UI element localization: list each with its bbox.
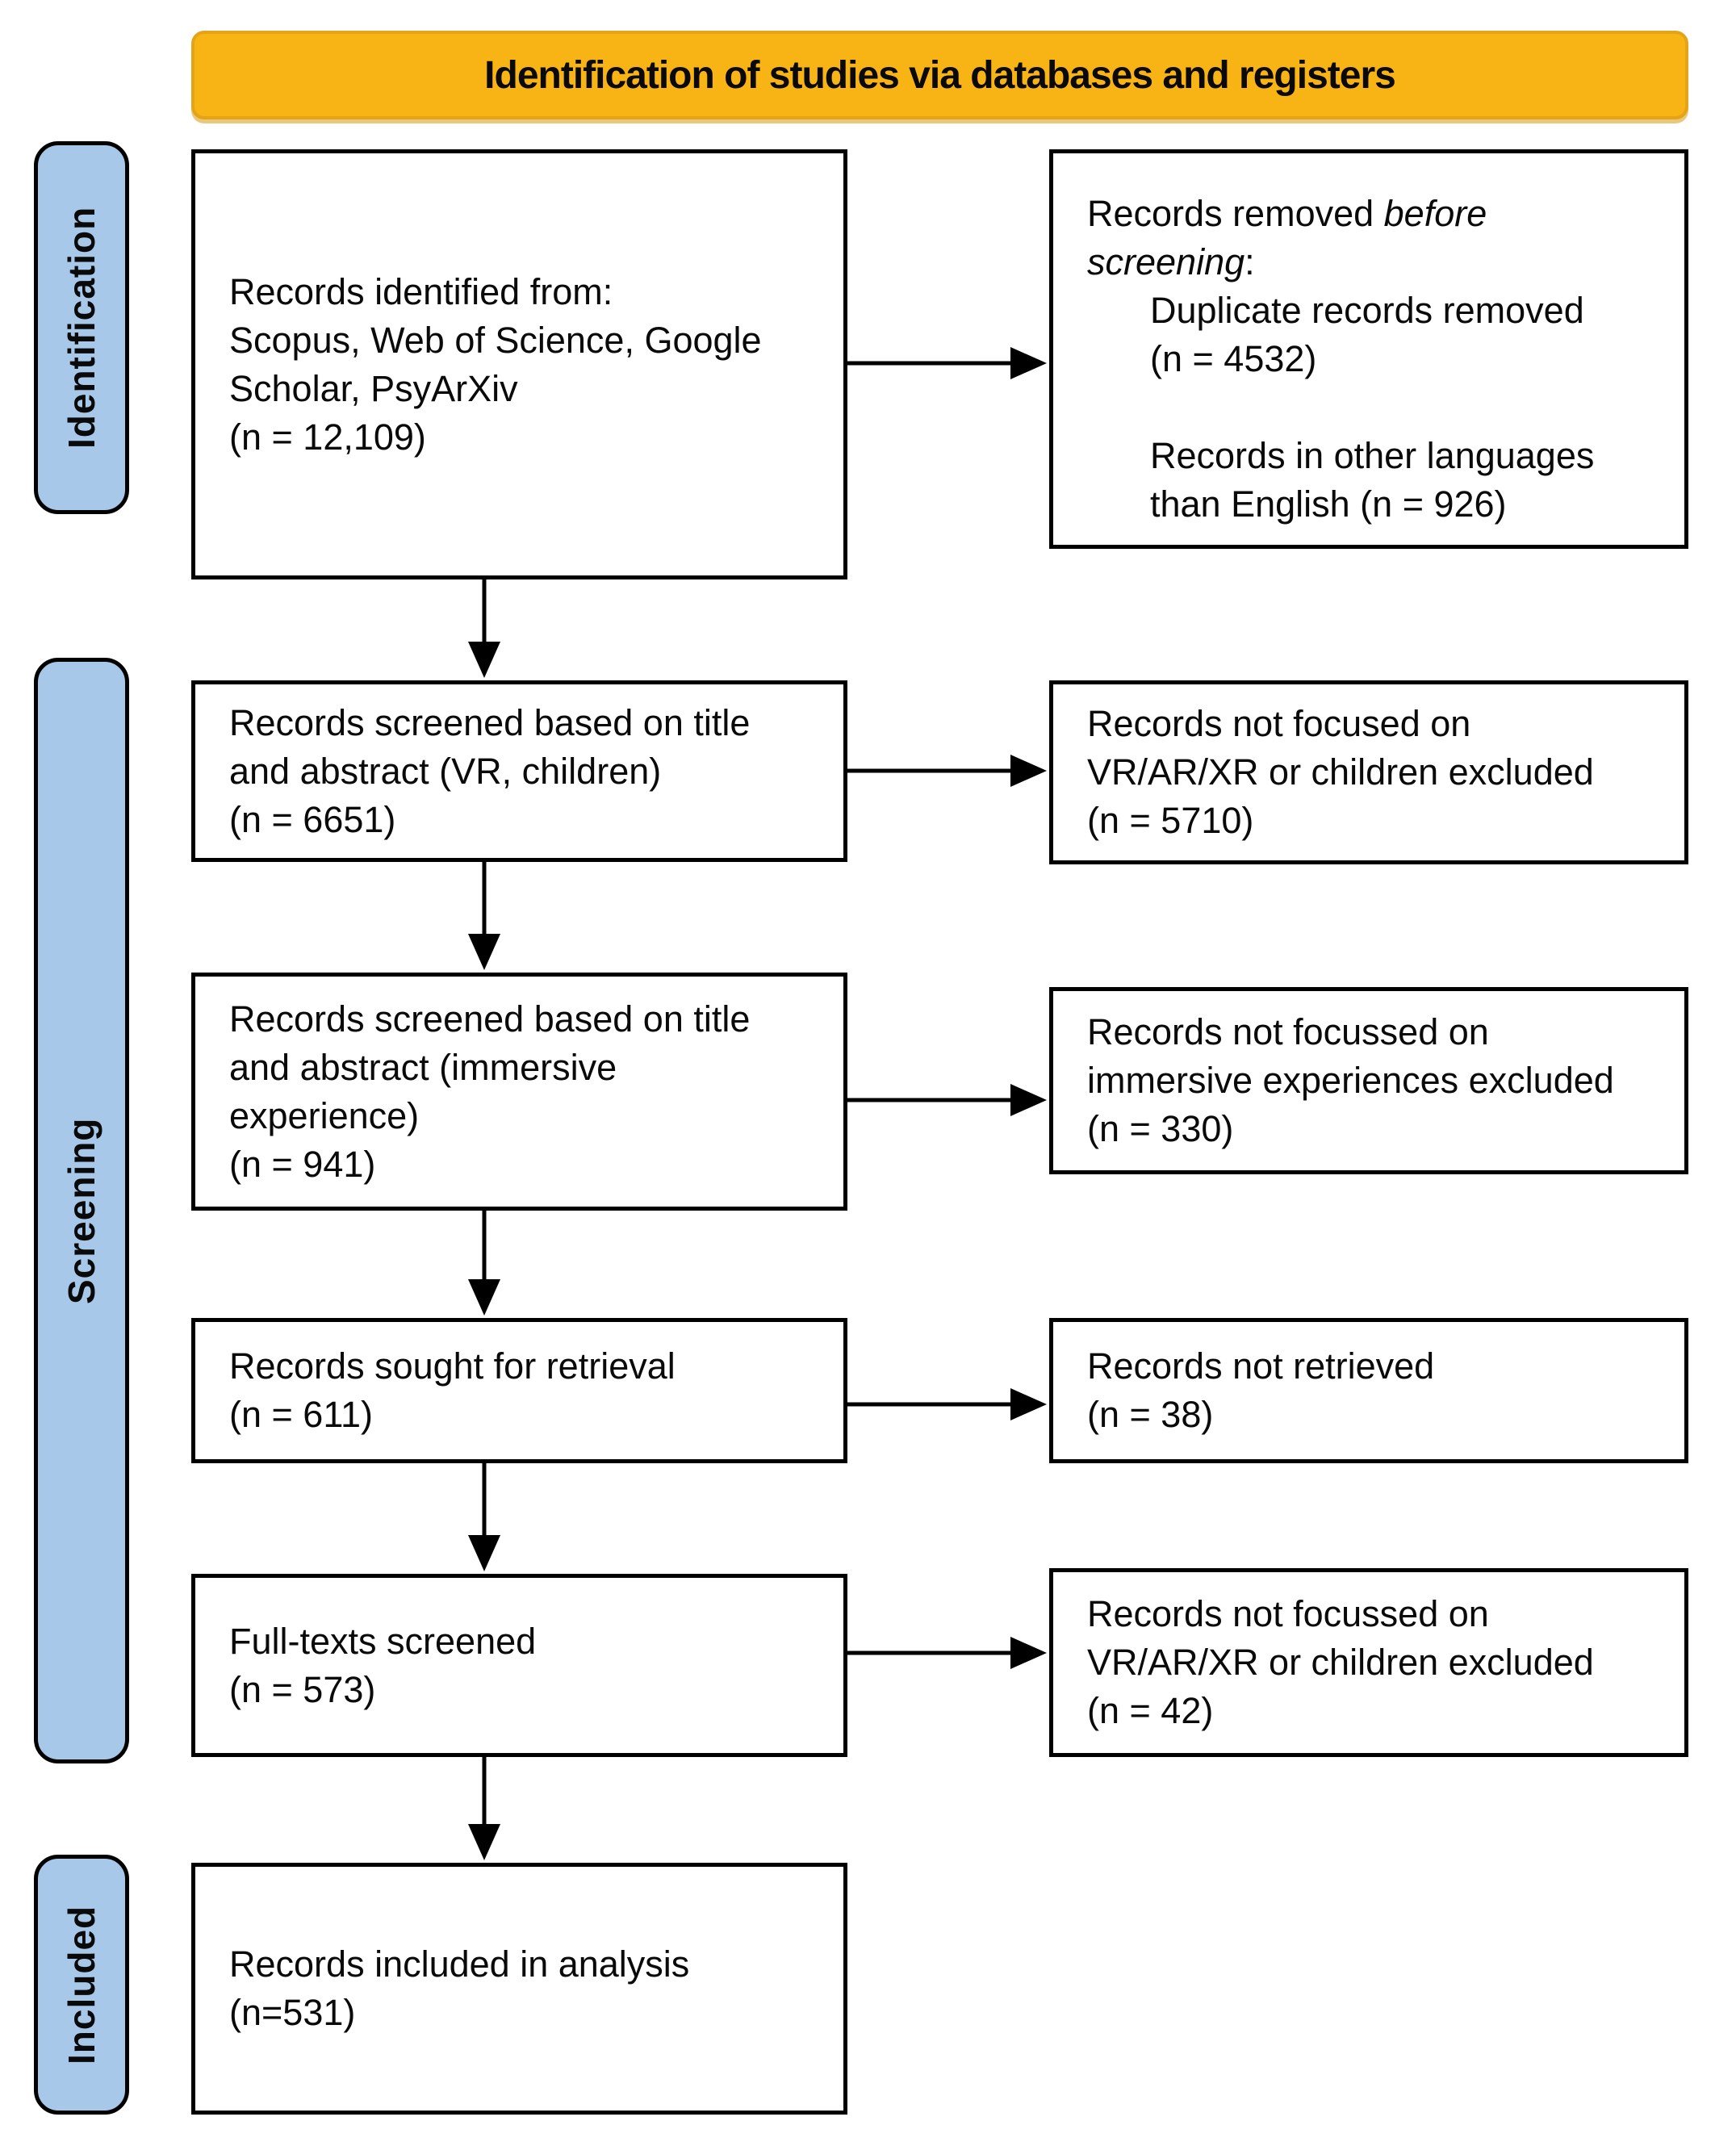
banner-title: Identification of studies via databases … xyxy=(191,31,1688,119)
removed-intro-suffix: : xyxy=(1244,241,1255,282)
box-fulltexts-screened: Full-texts screened (n = 573) xyxy=(191,1574,847,1757)
box-excluded-fulltexts: Records not focussed on VR/AR/XR or chil… xyxy=(1049,1568,1688,1757)
stage-label-identification: Identification xyxy=(34,141,129,514)
banner-title-text: Identification of studies via databases … xyxy=(484,53,1396,97)
box-records-identified: Records identified from: Scopus, Web of … xyxy=(191,149,847,579)
box-excluded-not-vr-text: Records not focused on VR/AR/XR or child… xyxy=(1087,703,1594,841)
box-sought-retrieval: Records sought for retrieval (n = 611) xyxy=(191,1318,847,1463)
stage-label-screening-text: Screening xyxy=(61,1117,102,1304)
box-screened-vr-children: Records screened based on title and abst… xyxy=(191,680,847,862)
box-records-identified-text: Records identified from: Scopus, Web of … xyxy=(229,270,762,458)
box-removed-before-screening-intro: Records removed before screening: xyxy=(1087,190,1662,287)
box-sought-retrieval-text: Records sought for retrieval (n = 611) xyxy=(229,1345,676,1435)
box-not-retrieved-text: Records not retrieved (n = 38) xyxy=(1087,1345,1435,1435)
box-excluded-not-immersive: Records not focussed on immersive experi… xyxy=(1049,987,1688,1174)
removed-intro-prefix: Records removed xyxy=(1087,193,1384,234)
removed-item-duplicates: Duplicate records removed (n = 4532) xyxy=(1150,290,1584,379)
box-included-analysis: Records included in analysis (n=531) xyxy=(191,1863,847,2115)
stage-label-identification-text: Identification xyxy=(61,206,102,450)
box-excluded-not-immersive-text: Records not focussed on immersive experi… xyxy=(1087,1011,1614,1149)
box-removed-before-screening: Records removed before screening: Duplic… xyxy=(1049,149,1688,549)
removed-intro-italic: before screening xyxy=(1087,193,1487,282)
stage-label-screening: Screening xyxy=(34,658,129,1763)
stage-label-included-text: Included xyxy=(61,1905,102,2065)
box-excluded-fulltexts-text: Records not focussed on VR/AR/XR or chil… xyxy=(1087,1593,1594,1731)
box-not-retrieved: Records not retrieved (n = 38) xyxy=(1049,1318,1688,1463)
box-excluded-not-vr: Records not focused on VR/AR/XR or child… xyxy=(1049,680,1688,864)
box-screened-immersive-text: Records screened based on title and abst… xyxy=(229,998,751,1185)
box-fulltexts-screened-text: Full-texts screened (n = 573) xyxy=(229,1620,537,1710)
removed-item-languages: Records in other languages than English … xyxy=(1150,435,1595,525)
box-screened-vr-children-text: Records screened based on title and abst… xyxy=(229,701,751,840)
stage-label-included: Included xyxy=(34,1855,129,2115)
box-screened-immersive: Records screened based on title and abst… xyxy=(191,973,847,1211)
box-included-analysis-text: Records included in analysis (n=531) xyxy=(229,1943,690,2033)
